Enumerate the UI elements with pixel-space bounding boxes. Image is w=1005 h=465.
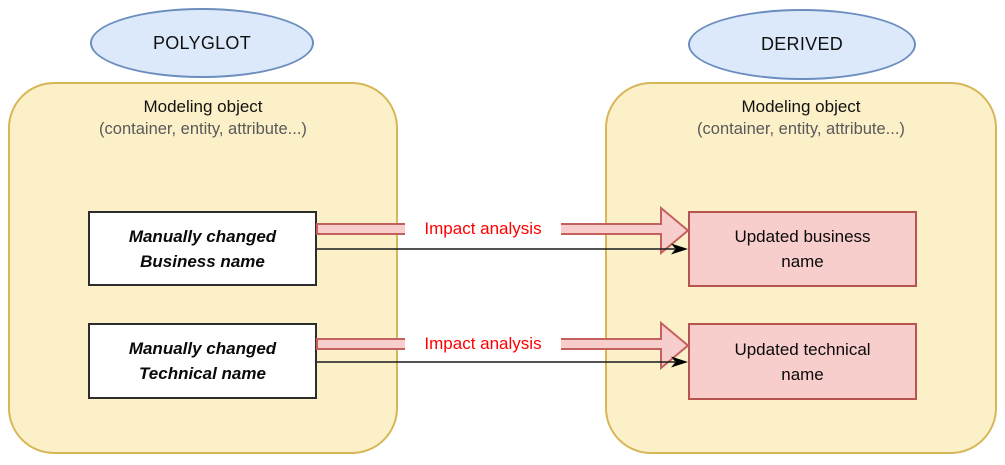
source-box-technical-name: Manually changed Technical name <box>88 323 317 399</box>
target-box-technical-name: Updated technical name <box>688 323 917 400</box>
polyglot-container-subtitle: (container, entity, attribute...) <box>99 120 307 138</box>
impact-analysis-label-row1: Impact analysis <box>405 219 561 239</box>
polyglot-ellipse-label: POLYGLOT <box>152 32 252 53</box>
derived-container-subtitle: (container, entity, attribute...) <box>697 120 905 138</box>
polyglot-ellipse: POLYGLOT <box>90 8 314 78</box>
derived-ellipse-label: DERIVED <box>760 34 844 54</box>
polyglot-container-title: Modeling object <box>143 97 263 116</box>
source-box-business-name: Manually changed Business name <box>88 211 317 286</box>
impact-analysis-label-row2: Impact analysis <box>405 334 561 354</box>
derived-container-title: Modeling object <box>741 97 861 116</box>
target-box-business-name: Updated business name <box>688 211 917 287</box>
derived-ellipse: DERIVED <box>688 9 916 80</box>
